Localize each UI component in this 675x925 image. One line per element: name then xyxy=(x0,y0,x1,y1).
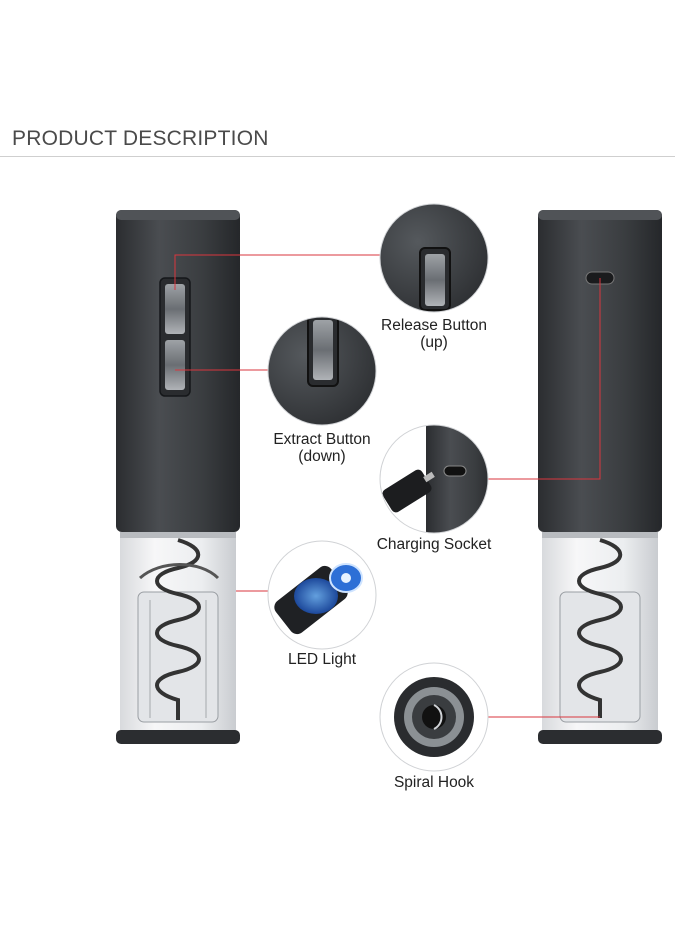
charging-socket-label: Charging Socket xyxy=(358,536,510,553)
release-button-detail xyxy=(379,203,489,313)
page-title: PRODUCT DESCRIPTION xyxy=(12,127,269,150)
led-light-detail xyxy=(267,540,377,650)
spiral-hook-detail xyxy=(379,662,489,772)
led-light-label-line1: LED Light xyxy=(287,651,357,668)
header-divider xyxy=(0,156,675,157)
release-button-label: Release Button (up) xyxy=(364,317,504,351)
led-light-label: LED Light xyxy=(262,651,382,668)
release-button-label-line2: (up) xyxy=(420,334,448,351)
spiral-hook-label: Spiral Hook xyxy=(374,774,494,791)
opener-back xyxy=(538,210,662,744)
charging-socket-detail xyxy=(379,424,489,534)
opener-front xyxy=(116,210,240,744)
release-button-label-line1: Release Button xyxy=(381,317,487,334)
charging-socket-label-line1: Charging Socket xyxy=(376,536,492,553)
callout-lines xyxy=(174,254,601,718)
extract-button-label-line2: (down) xyxy=(298,448,346,465)
extract-button-detail xyxy=(267,316,377,426)
extract-button-label-line1: Extract Button xyxy=(273,431,371,448)
spiral-hook-label-line1: Spiral Hook xyxy=(393,774,475,791)
extract-button-label: Extract Button (down) xyxy=(252,431,392,465)
